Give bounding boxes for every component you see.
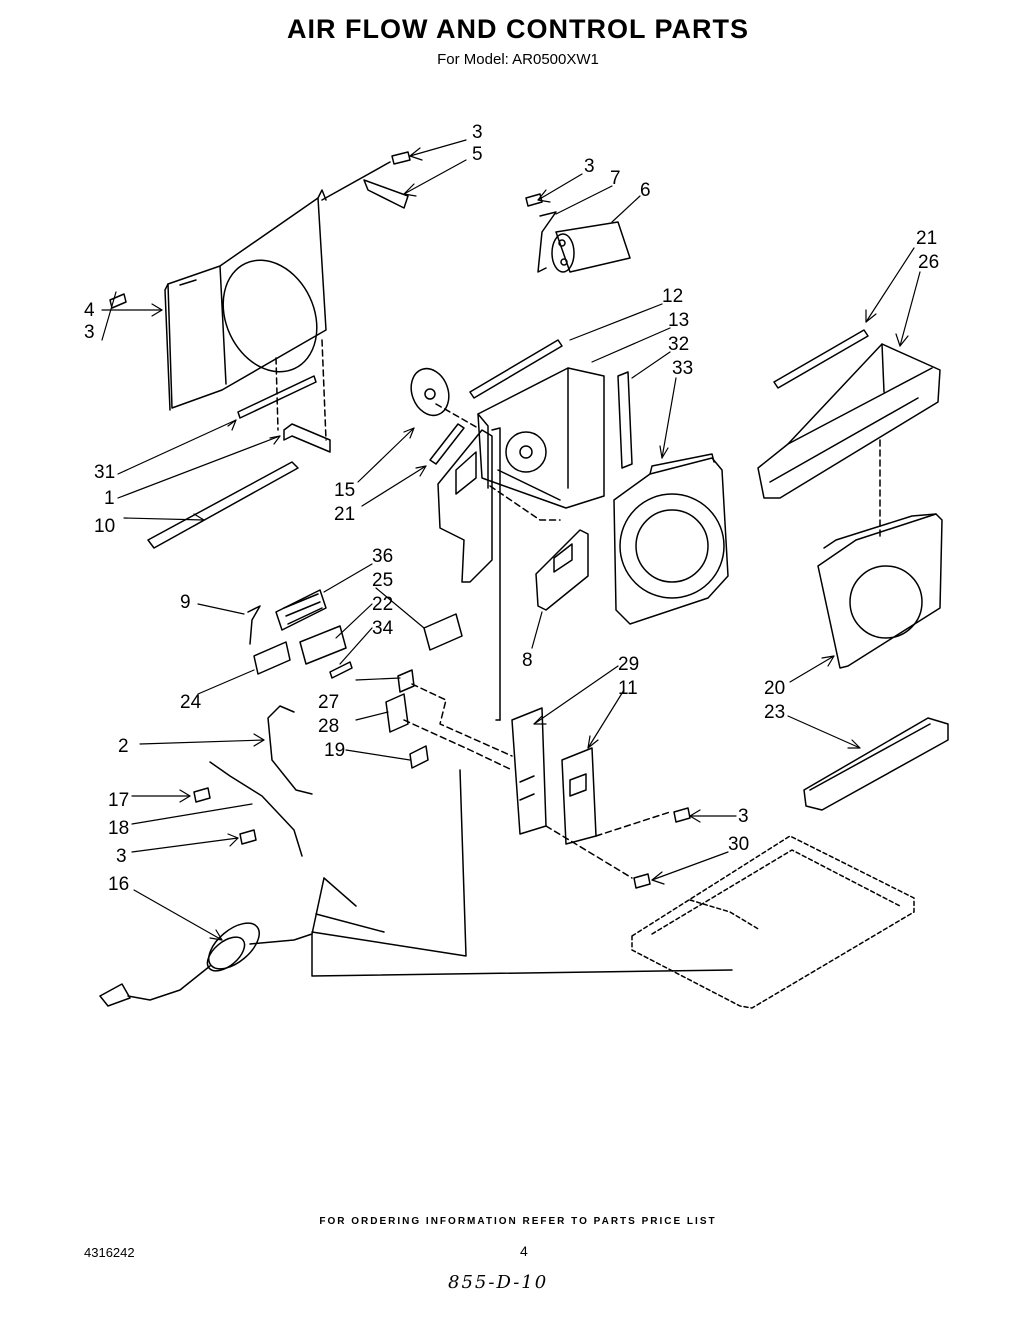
control-box-29 xyxy=(403,683,547,835)
front-panel-part xyxy=(164,189,327,411)
callout-22: 22 xyxy=(372,594,393,615)
callout-28: 28 xyxy=(318,716,339,737)
callout-10: 10 xyxy=(94,516,115,537)
document-number: 4316242 xyxy=(84,1245,135,1260)
callout-12: 12 xyxy=(662,286,683,307)
foam-strip-21-right xyxy=(773,329,869,389)
capacitor-part xyxy=(525,193,631,273)
callout-29: 29 xyxy=(618,654,639,675)
air-duct-26 xyxy=(757,343,941,499)
handwritten-note: 855-D-10 xyxy=(448,1272,549,1293)
callout-7: 7 xyxy=(610,168,621,189)
page-number: 4 xyxy=(520,1243,528,1259)
callout-2: 2 xyxy=(118,736,129,757)
spring-clip-9 xyxy=(247,605,261,645)
callout-3: 3 xyxy=(84,322,95,343)
callout-21: 21 xyxy=(916,228,937,249)
ordering-note: FOR ORDERING INFORMATION REFER TO PARTS … xyxy=(319,1216,717,1227)
callout-3: 3 xyxy=(472,122,483,143)
screw-3-lower xyxy=(239,829,257,845)
label-25 xyxy=(423,613,463,651)
fan-orifice-panel xyxy=(477,367,605,509)
callout-30: 30 xyxy=(728,834,749,855)
callout-27: 27 xyxy=(318,692,339,713)
fan-blade-15 xyxy=(410,367,479,429)
discharge-grille-20 xyxy=(817,439,943,669)
callout-13: 13 xyxy=(668,310,689,331)
callout-25: 25 xyxy=(372,570,393,591)
screws-right xyxy=(545,807,691,889)
foam-strip-21 xyxy=(429,423,465,465)
label-24 xyxy=(253,641,291,675)
callout-11: 11 xyxy=(618,678,638,699)
seal-strip-10 xyxy=(147,461,299,549)
ground-wire-18 xyxy=(209,761,303,857)
callout-23: 23 xyxy=(764,702,785,723)
callout-8: 8 xyxy=(522,650,533,671)
switch-19 xyxy=(409,745,429,769)
callout-20: 20 xyxy=(764,678,785,699)
callout-1: 1 xyxy=(104,488,115,509)
callout-17: 17 xyxy=(108,790,129,811)
leader-lines xyxy=(101,139,921,941)
callout-31: 31 xyxy=(94,462,115,483)
page-title: AIR FLOW AND CONTROL PARTS xyxy=(287,14,749,44)
callout-21: 21 xyxy=(334,504,355,525)
nameplate-36 xyxy=(275,589,327,631)
thermostat-28 xyxy=(385,693,409,733)
model-subtitle: For Model: AR0500XW1 xyxy=(437,51,599,68)
control-panel-8 xyxy=(489,485,589,611)
foam-strip-32 xyxy=(617,371,633,469)
switch-27 xyxy=(397,669,415,693)
screw-17 xyxy=(193,787,211,803)
callout-5: 5 xyxy=(472,144,483,165)
callout-19: 19 xyxy=(324,740,345,761)
base-pan-23 xyxy=(803,717,949,811)
foam-strip-31 xyxy=(237,375,317,419)
callout-3: 3 xyxy=(738,806,749,827)
callout-3: 3 xyxy=(116,846,127,867)
bracket-part-1 xyxy=(275,339,331,453)
control-bracket xyxy=(437,427,501,721)
power-cord-16 xyxy=(99,877,385,1007)
callout-18: 18 xyxy=(108,818,129,839)
wire-harness-2 xyxy=(267,705,313,795)
callout-26: 26 xyxy=(918,252,939,273)
callout-36: 36 xyxy=(372,546,393,567)
screw-left xyxy=(109,293,127,309)
callout-6: 6 xyxy=(640,180,651,201)
callout-9: 9 xyxy=(180,592,191,613)
knob-34 xyxy=(329,661,353,679)
control-plate-22 xyxy=(299,625,347,665)
scroll-housing-33 xyxy=(613,453,729,625)
callout-labels: 3 5 3 7 6 21 26 4 3 12 13 32 33 31 1 10 … xyxy=(84,122,939,895)
callout-32: 32 xyxy=(668,334,689,355)
callout-33: 33 xyxy=(672,358,693,379)
base-tray xyxy=(631,835,915,1009)
callout-34: 34 xyxy=(372,618,394,639)
callout-3: 3 xyxy=(584,156,595,177)
foam-strip-12 xyxy=(469,339,563,399)
callout-16: 16 xyxy=(108,874,129,895)
screw-and-bracket-top xyxy=(321,151,411,209)
callout-24: 24 xyxy=(180,692,202,713)
callout-4: 4 xyxy=(84,300,95,321)
callout-15: 15 xyxy=(334,480,355,501)
control-panel-11 xyxy=(561,747,597,845)
harness-route xyxy=(311,719,733,977)
